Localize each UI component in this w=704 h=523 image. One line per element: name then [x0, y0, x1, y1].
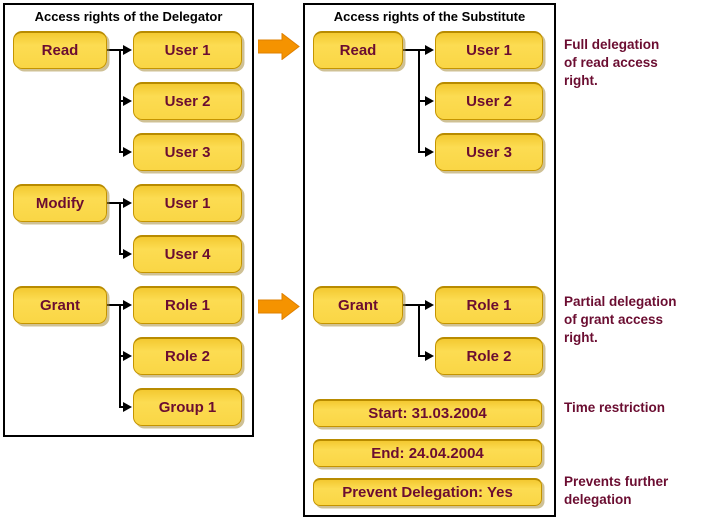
annotation-partial-delegation: Partial delegation of grant access right. [564, 293, 704, 347]
annotation-full-delegation-line: right. [564, 73, 598, 88]
left-target-user-2-row1: User 2 [133, 82, 242, 120]
delegator-panel: Access rights of the Delegator [3, 3, 254, 437]
left-right-grant: Grant [13, 286, 107, 324]
annotation-partial-delegation-line: right. [564, 330, 598, 345]
annotation-time-restriction-line: Time restriction [564, 400, 666, 415]
annotation-time-restriction: Time restriction [564, 399, 704, 417]
prevent-delegation-box: Prevent Delegation: Yes [313, 478, 542, 506]
end-date-box: End: 24.04.2004 [313, 439, 542, 467]
right-right-read: Read [313, 31, 403, 69]
left-target-user-1-row3: User 1 [133, 184, 242, 222]
annotation-prevents-further-line: Prevents further [564, 474, 669, 489]
start-date-box: Start: 31.03.2004 [313, 399, 542, 427]
annotation-full-delegation-line: Full delegation [564, 37, 660, 52]
right-target-user-3-row2: User 3 [435, 133, 543, 171]
annotation-prevents-further: Prevents further delegation [564, 473, 704, 509]
substitute-panel-title: Access rights of the Substitute [333, 9, 526, 24]
right-target-user-2-row1: User 2 [435, 82, 543, 120]
right-right-grant: Grant [313, 286, 403, 324]
annotation-full-delegation: Full delegation of read access right. [564, 36, 704, 90]
right-target-role-1-row5: Role 1 [435, 286, 543, 324]
right-target-role-2-row6: Role 2 [435, 337, 543, 375]
left-target-group-1-row7: Group 1 [133, 388, 242, 426]
left-target-user-4-row4: User 4 [133, 235, 242, 273]
left-right-read: Read [13, 31, 107, 69]
left-target-user-3-row2: User 3 [133, 133, 242, 171]
substitute-panel: Access rights of the Substitute [303, 3, 556, 517]
delegation-arrow-grant-icon [258, 293, 300, 320]
delegator-panel-title: Access rights of the Delegator [34, 9, 223, 24]
right-target-user-1-row0: User 1 [435, 31, 543, 69]
annotation-prevents-further-line: delegation [564, 492, 632, 507]
annotation-full-delegation-line: of read access [564, 55, 658, 70]
left-target-role-2-row6: Role 2 [133, 337, 242, 375]
annotation-partial-delegation-line: of grant access [564, 312, 664, 327]
annotation-partial-delegation-line: Partial delegation [564, 294, 677, 309]
left-target-role-1-row5: Role 1 [133, 286, 242, 324]
left-right-modify: Modify [13, 184, 107, 222]
delegation-arrow-read-icon [258, 33, 300, 60]
left-target-user-1-row0: User 1 [133, 31, 242, 69]
